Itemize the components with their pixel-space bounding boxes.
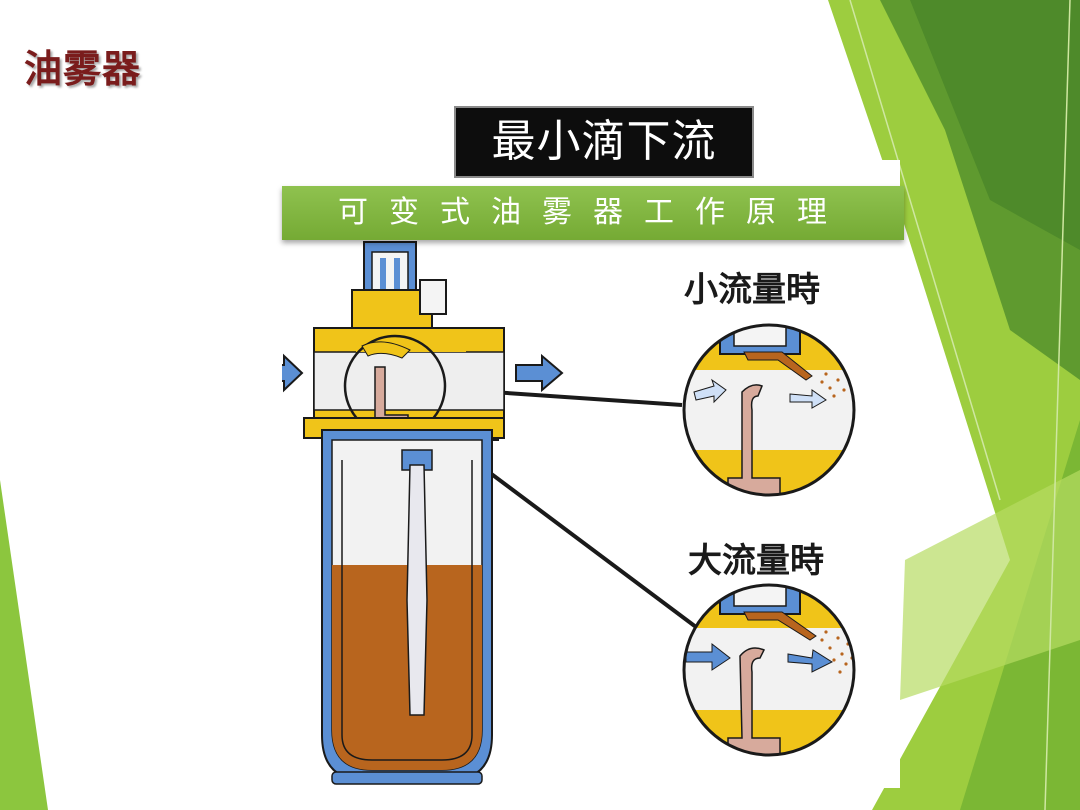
- figure-caption-bar: 可变式油雾器工作原理: [282, 186, 904, 240]
- label-large-flow: 大流量時: [688, 541, 824, 581]
- figure-panel: [282, 160, 900, 788]
- adjuster-knob: [351, 241, 447, 341]
- outlet-arrow-icon: [515, 353, 564, 393]
- zoom-large-flow: [682, 583, 856, 757]
- zoom-small-flow: [682, 323, 856, 497]
- decor-right-darkest: [910, 0, 1080, 250]
- inlet-arrow-icon: [282, 353, 304, 393]
- decor-right-highlight: [900, 470, 1080, 700]
- decor-line-1: [849, 0, 1001, 501]
- decor-left-triangle: [0, 480, 48, 810]
- figure-heading: 最小滴下流: [454, 106, 754, 178]
- siphon-tube: [406, 464, 428, 716]
- label-small-flow: 小流量時: [684, 270, 820, 310]
- decor-line-2: [1044, 0, 1071, 810]
- oil-bowl: [321, 429, 493, 785]
- slide-title: 油雾器: [24, 46, 142, 91]
- main-housing: [303, 327, 505, 441]
- lubricator-diagram: [282, 241, 856, 785]
